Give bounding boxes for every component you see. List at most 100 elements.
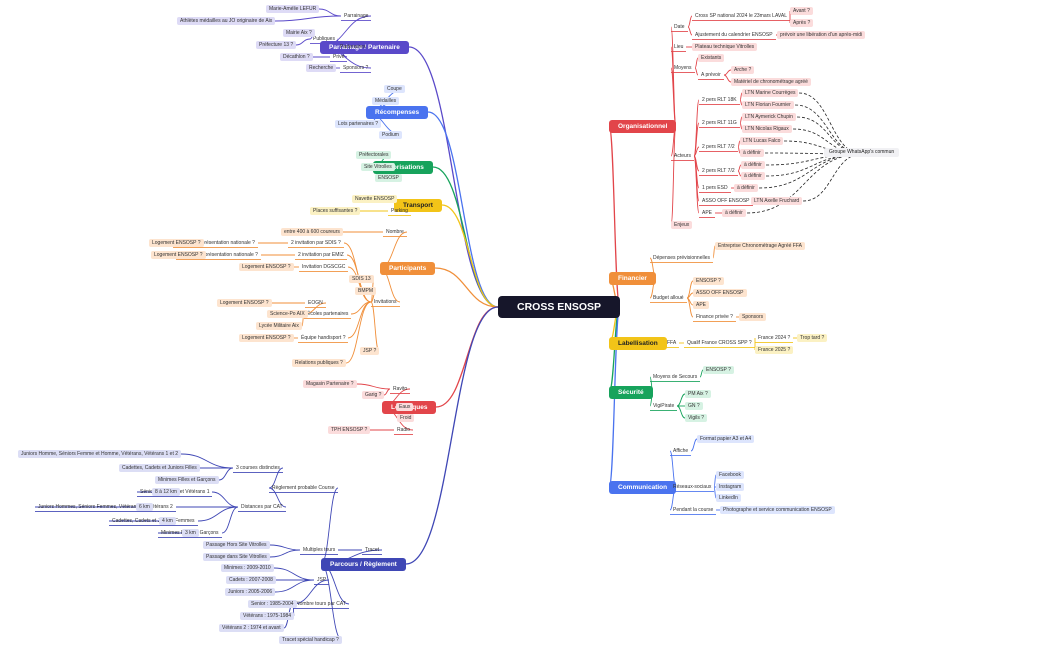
topic-parrainage[interactable]: Parrainage bbox=[344, 13, 369, 19]
topic-acteurs[interactable]: Acteurs bbox=[674, 153, 691, 159]
topic-ajustement-du-calendrier-ensosp[interactable]: Ajustement du calendrier ENSOSP bbox=[695, 32, 773, 38]
topic-gn[interactable]: GN ? bbox=[685, 402, 703, 410]
topic-avant[interactable]: Avant ? bbox=[790, 7, 813, 15]
topic-recherche[interactable]: Recherche bbox=[306, 64, 337, 72]
topic-a-definir[interactable]: à définir bbox=[741, 161, 765, 169]
topic-2-pers-rlt-7-2[interactable]: 2 pers RLT 7/2 bbox=[702, 144, 735, 150]
topic-ltn-nicolas-rigaux[interactable]: LTN Nicolas Rigaux bbox=[742, 125, 792, 133]
topic-veterans-2-1974-et-avant[interactable]: Vétérans 2 : 1974 et avant bbox=[219, 624, 284, 632]
topic-partenaires[interactable]: Partenaires bbox=[340, 44, 366, 50]
topic-3-courses-distinctes[interactable]: 3 courses distinctes bbox=[236, 465, 280, 471]
topic-prefectorales[interactable]: Préfectorales bbox=[356, 151, 392, 159]
topic-plateau-technique-vitrolles[interactable]: Plateau technique Vitrolles bbox=[692, 43, 758, 51]
topic-a-definir[interactable]: à définir bbox=[734, 184, 758, 192]
topic-apres[interactable]: Après ? bbox=[790, 19, 814, 27]
topic-finance-privee[interactable]: Finance privée ? bbox=[696, 314, 733, 320]
topic-vers-une-representation-nationale[interactable]: Vers une représentation nationale ? bbox=[176, 240, 255, 246]
topic-a-definir[interactable]: à définir bbox=[740, 149, 764, 157]
topic-tph-ensosp[interactable]: TPH ENSOSP ? bbox=[328, 426, 371, 434]
topic-2-pers-rlt-7-2[interactable]: 2 pers RLT 7/2 bbox=[702, 168, 735, 174]
shared-group-node[interactable]: Groupe WhatsApp's commun bbox=[824, 148, 900, 157]
topic-budget-alloue[interactable]: Budget alloué bbox=[653, 295, 684, 301]
topic-logement-ensosp[interactable]: Logement ENSOSP ? bbox=[149, 239, 204, 247]
branch-transport[interactable]: Transport bbox=[394, 198, 442, 212]
topic-reglement-probable-course[interactable]: Règlement probable Course bbox=[272, 485, 335, 491]
branch-recompenses[interactable]: Récompenses bbox=[366, 105, 429, 119]
topic-radio[interactable]: Radio bbox=[397, 427, 411, 433]
topic-moyens-de-secours[interactable]: Moyens de Secours bbox=[653, 374, 698, 380]
topic-ape[interactable]: APE bbox=[693, 301, 710, 309]
topic-juniors-hommes-seniors-femmes-vetera[interactable]: Juniors Hommes, Séniors Femmes, Vétérane… bbox=[38, 504, 173, 510]
topic-distances-par-cat[interactable]: Distances par CAT bbox=[241, 504, 283, 510]
topic-cadettes-cadets-et-juniors-filles[interactable]: Cadettes, Cadets et Juniors Filles bbox=[119, 464, 200, 472]
topic-minimes-2009-2010[interactable]: Minimes : 2009-2010 bbox=[221, 564, 274, 572]
topic-instagram[interactable]: Instagram bbox=[716, 483, 745, 491]
topic-garig[interactable]: Garig ? bbox=[362, 391, 385, 399]
topic-france-2025[interactable]: France 2025 ? bbox=[755, 346, 794, 354]
topic-logement-ensosp[interactable]: Logement ENSOSP ? bbox=[239, 263, 294, 271]
topic-existants[interactable]: Existants bbox=[698, 54, 725, 62]
topic-a-prevoir[interactable]: A prévoir bbox=[701, 72, 721, 78]
topic-minimes-filles-et-garcons[interactable]: Minimes Filles et Garçons bbox=[155, 476, 219, 484]
topic-sdis-13[interactable]: SDIS 13 bbox=[349, 275, 374, 283]
topic-pm-aix[interactable]: PM Aix ? bbox=[685, 390, 711, 398]
topic-relations-publiques[interactable]: Relations publiques ? bbox=[292, 359, 346, 367]
topic-podium[interactable]: Podium bbox=[379, 131, 402, 139]
topic-vers-une-representation-nationale[interactable]: Vers une représentation nationale ? bbox=[179, 252, 258, 258]
topic-ape[interactable]: APE bbox=[702, 210, 713, 216]
topic-eogn[interactable]: EOGN bbox=[308, 300, 323, 306]
topic-prive[interactable]: Privé bbox=[333, 54, 345, 60]
topic-2-invitation-par-emiz[interactable]: 2 invitation par EMIZ bbox=[298, 252, 344, 258]
topic-date[interactable]: Date bbox=[674, 24, 685, 30]
topic-nombre-tours-par-cat[interactable]: Nombre tours par CAT bbox=[296, 601, 346, 607]
topic-nombre[interactable]: Nombre bbox=[386, 229, 404, 235]
topic-cadettes-cadets-et-juniors-femmes[interactable]: Cadettes, Cadets et Juniors Femmes bbox=[112, 518, 195, 524]
topic-lycee-militaire-aix[interactable]: Lycée Militaire Aix bbox=[256, 322, 302, 330]
topic-logement-ensosp[interactable]: Logement ENSOSP ? bbox=[239, 334, 294, 342]
topic-8-a-12-km[interactable]: 8 à 12 km bbox=[152, 488, 180, 496]
topic-medailles[interactable]: Médailles bbox=[372, 97, 400, 105]
topic-vigipirate[interactable]: VigiPirate bbox=[653, 403, 675, 409]
topic-publiques[interactable]: Publiques bbox=[313, 36, 335, 42]
topic-2-pers-rlt-18k[interactable]: 2 pers RLT 18K bbox=[702, 97, 737, 103]
topic-ltn-aymerick-chupin[interactable]: LTN Aymerick Chupin bbox=[742, 113, 796, 121]
topic-science-po-aix[interactable]: Science-Po AIX bbox=[267, 310, 308, 318]
topic-3-km[interactable]: 3 km bbox=[182, 529, 199, 537]
topic-entreprise-chronometrage-agree-ffa[interactable]: Entreprise Chronométrage Agréé FFA bbox=[715, 242, 805, 250]
topic-4-km[interactable]: 4 km bbox=[159, 517, 176, 525]
topic-sponsors[interactable]: Sponsors ? bbox=[343, 65, 369, 71]
topic-affiche[interactable]: Affiche bbox=[673, 448, 689, 454]
topic-jsp[interactable]: JSP ? bbox=[360, 347, 380, 355]
topic-places-suffisantes[interactable]: Places suffisantes ? bbox=[310, 207, 361, 215]
topic-facebook[interactable]: Facebook bbox=[716, 471, 744, 479]
topic-trop-tard[interactable]: Trop tard ? bbox=[797, 334, 828, 342]
topic-enjeux[interactable]: Enjeux bbox=[671, 221, 693, 229]
topic-marie-amelie-lefur[interactable]: Marie-Amélie LEFUR bbox=[266, 5, 320, 13]
topic-invitation-dgscgc[interactable]: Invitation DGSCGC bbox=[302, 264, 346, 270]
topic-ltn-florian-fournier[interactable]: LTN Florian Fournier bbox=[742, 101, 794, 109]
branch-participants[interactable]: Participants bbox=[380, 261, 436, 275]
topic-a-definir[interactable]: à définir bbox=[741, 172, 765, 180]
topic-linkedin[interactable]: LinkedIn bbox=[716, 494, 741, 502]
topic-cadets-2007-2008[interactable]: Cadets : 2007-2008 bbox=[226, 576, 276, 584]
topic-ltn-marine-courreges[interactable]: LTN Marine Courrèges bbox=[742, 89, 799, 97]
topic-qualif-france-cross-spp[interactable]: Qualif France CROSS SPP ? bbox=[687, 340, 752, 346]
topic-coupe[interactable]: Coupe bbox=[384, 85, 405, 93]
topic-ffa[interactable]: FFA bbox=[667, 340, 677, 346]
topic-moyens[interactable]: Moyens bbox=[674, 65, 692, 71]
topic-jsp[interactable]: JSP bbox=[317, 577, 327, 583]
branch-securite[interactable]: Sécurité bbox=[609, 385, 653, 399]
topic-decathlon[interactable]: Décathlon ? bbox=[280, 53, 313, 61]
topic-prefecture-13[interactable]: Préfecture 13 ? bbox=[256, 41, 297, 49]
topic-ravito[interactable]: Ravito bbox=[393, 386, 408, 392]
topic-materiel-de-chronometrage-agree[interactable]: Matériel de chronométrage agréé bbox=[731, 78, 811, 86]
topic-sponsors[interactable]: Sponsors bbox=[739, 313, 767, 321]
topic-mairie-aix[interactable]: Mairie Aix ? bbox=[283, 29, 315, 37]
topic-froid[interactable]: Froid bbox=[397, 414, 415, 422]
topic-juniors-homme-seniors-femme-et-homme[interactable]: Juniors Homme, Séniors Femme et Homme, V… bbox=[18, 450, 182, 458]
topic-format-papier-a3-et-a4[interactable]: Format papier A3 et A4 bbox=[697, 435, 755, 443]
central-topic[interactable]: CROSS ENSOSP bbox=[498, 296, 620, 318]
topic-2-invitation-par-sdis[interactable]: 2 invitation par SDIS ? bbox=[291, 240, 341, 246]
topic-vigils[interactable]: Vigils ? bbox=[685, 414, 708, 422]
